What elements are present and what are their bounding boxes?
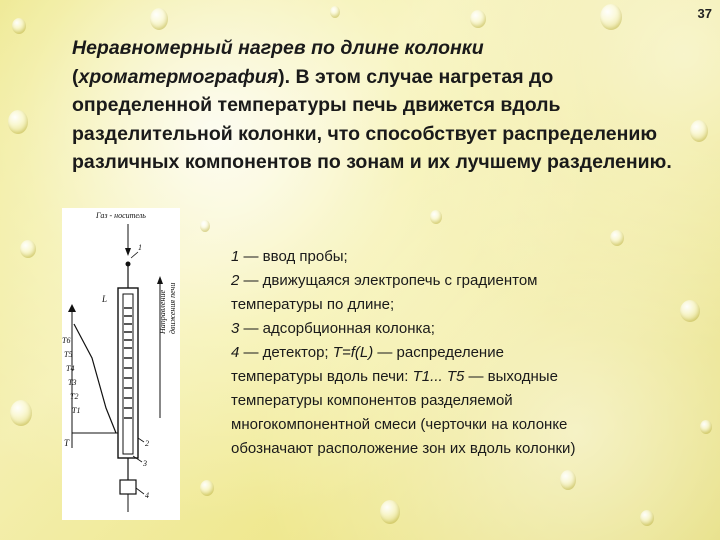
zone-marks xyxy=(124,307,132,419)
heading-body: ). В этом случае нагретая до определенно… xyxy=(72,65,672,174)
carrier-gas-label: Газ - носитель xyxy=(95,211,146,220)
sample-inlet-dot xyxy=(125,261,131,267)
label-3: 3 xyxy=(142,459,147,468)
chromatothermography-diagram: Газ - носитель 1 4 2 3 L Направление д xyxy=(62,208,180,520)
caption-line-3: температуры по длине; xyxy=(231,296,395,313)
motion-arrow xyxy=(157,276,163,284)
label-1: 1 xyxy=(138,243,142,252)
caption-line-8: многокомпонентной смеси (черточки на кол… xyxy=(231,416,568,433)
label-T6: T6 xyxy=(62,336,70,345)
caption-line-7: температуры компонентов разделяемой xyxy=(231,392,513,409)
inlet-arrow xyxy=(125,248,131,256)
label-T4: T4 xyxy=(66,364,74,373)
heading-paragraph: Неравномерный нагрев по длине колонки (хр… xyxy=(72,34,682,177)
temperature-profile xyxy=(73,323,117,434)
page-number: 37 xyxy=(697,6,712,21)
caption-line-2: 2 — движущаяся электропечь с градиентом xyxy=(231,272,538,289)
caption-line-6: температуры вдоль печи: T1... T5 — выход… xyxy=(231,368,558,385)
leader-3 xyxy=(132,455,143,463)
detector-box xyxy=(119,479,137,495)
heading-intro: Неравномерный нагрев по длине колонки xyxy=(72,37,484,59)
caption-line-1: 1 — ввод пробы; xyxy=(231,248,348,265)
heading-paren: ( xyxy=(72,65,79,88)
caption-line-5: 4 — детектор; T=f(L) — распределение xyxy=(231,344,504,361)
leader-4 xyxy=(135,487,145,495)
heading-term: хроматермография xyxy=(78,65,279,88)
leader-2 xyxy=(137,437,145,443)
direction-label-2: движения печи xyxy=(168,283,177,334)
caption-line-9: обозначают расположение зон их вдоль кол… xyxy=(231,440,576,457)
label-L: L xyxy=(101,294,107,304)
leader-1 xyxy=(130,251,139,259)
label-T: T xyxy=(64,438,70,448)
figure-caption: 1 — ввод пробы; 2 — движущаяся электропе… xyxy=(231,245,691,461)
label-4: 4 xyxy=(145,491,149,500)
label-2: 2 xyxy=(145,439,149,448)
label-T1: T1 xyxy=(72,406,80,415)
label-T2: T2 xyxy=(70,392,78,401)
furnace-inner xyxy=(122,293,134,455)
furnace-outer xyxy=(117,287,139,459)
label-T3: T3 xyxy=(68,378,76,387)
caption-line-4: 3 — адсорбционная колонка; xyxy=(231,320,435,337)
diagram-svg: Газ - носитель 1 4 2 3 L Направление д xyxy=(62,211,177,512)
temperature-axis-arrow xyxy=(68,304,76,312)
label-T5: T5 xyxy=(64,350,72,359)
direction-label-1: Направление xyxy=(158,290,167,335)
